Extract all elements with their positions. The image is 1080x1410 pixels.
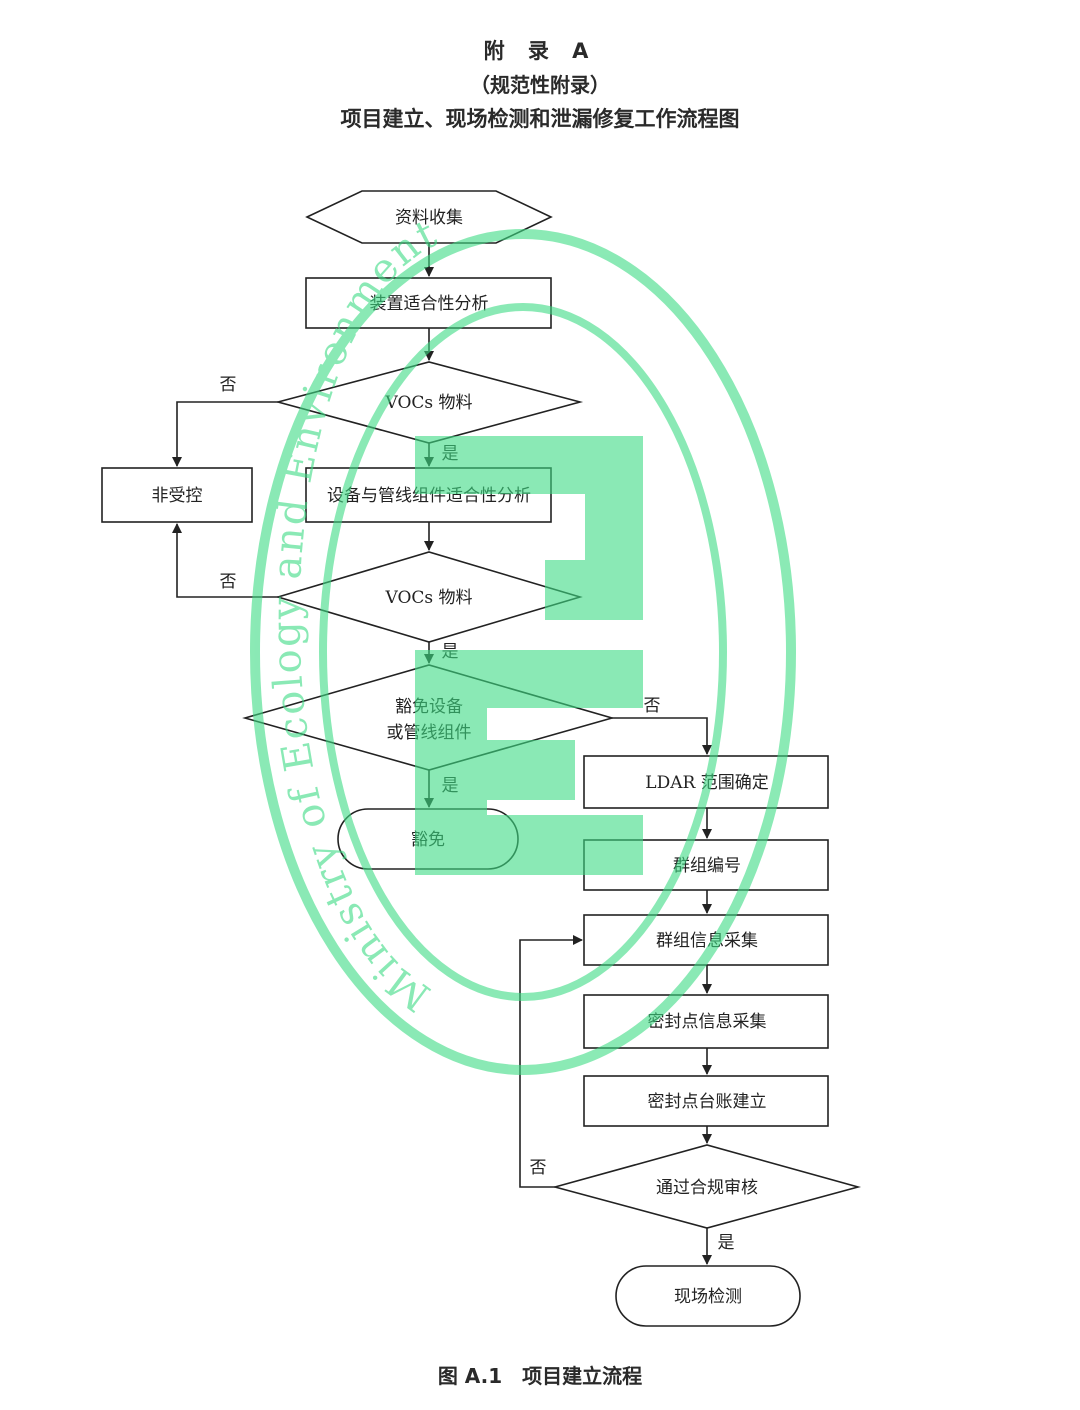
edge-label-vocs1-no: 否: [220, 375, 237, 395]
diagram-heading: 项目建立、现场检测和泄漏修复工作流程图: [340, 107, 740, 131]
label-vocs2: VOCs 物料: [384, 588, 472, 608]
edge-vocs2-no: [172, 523, 278, 598]
edge-exempt-no: [612, 717, 712, 755]
label-field-test: 现场检测: [674, 1287, 742, 1307]
watermark-outer-ring: [250, 229, 796, 1075]
edge-vocs1-no: [172, 401, 278, 467]
watermark-inner-ring: [319, 303, 727, 1001]
appendix-subtitle: （规范性附录）: [470, 73, 610, 97]
figure-caption: 图 A.1 项目建立流程: [0, 1360, 1080, 1389]
node-compliance-decision: [551, 1144, 862, 1229]
label-seal-ledger: 密封点台账建立: [648, 1092, 767, 1112]
watermark-emblem: [415, 436, 643, 875]
figure-title: 项目建立流程: [522, 1364, 643, 1388]
node-uncontrolled: [101, 467, 253, 523]
header: 附 录 A （规范性附录） 项目建立、现场检测和泄漏修复工作流程图: [0, 34, 1080, 136]
figure-number: 图 A.1: [437, 1364, 503, 1388]
edge-label-exempt-no: 否: [644, 696, 661, 716]
node-vocs1-decision: [274, 361, 584, 444]
node-collect: [305, 190, 553, 244]
edge-label-review-yes: 是: [718, 1233, 735, 1253]
label-compliance-review: 通过合规审核: [656, 1178, 758, 1198]
node-field-test-terminal: [615, 1265, 801, 1327]
label-device-analysis: 装置适合性分析: [370, 294, 489, 314]
label-uncontrolled: 非受控: [152, 486, 203, 506]
edge-label-review-no: 否: [530, 1158, 547, 1178]
label-group-number: 群组编号: [673, 856, 741, 876]
label-group-info: 群组信息采集: [656, 931, 758, 951]
label-seal-info: 密封点信息采集: [648, 1012, 767, 1032]
edge-label-vocs2-no: 否: [220, 572, 237, 592]
node-seal-ledger: [583, 1075, 829, 1127]
edge-review-no: [519, 935, 583, 1188]
appendix-title: 附 录 A: [483, 39, 597, 63]
label-collect: 资料收集: [395, 208, 463, 228]
label-vocs1: VOCs 物料: [384, 393, 472, 413]
node-device-analysis: [305, 277, 552, 329]
